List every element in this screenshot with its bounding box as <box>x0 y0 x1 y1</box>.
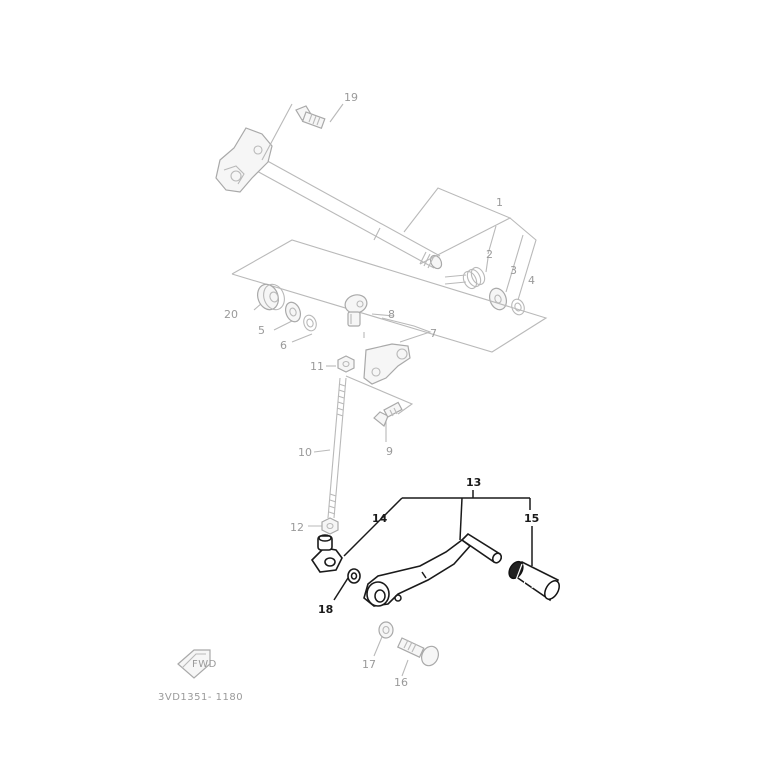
callout-8: 8 <box>388 308 395 321</box>
bolt-19 <box>295 105 326 130</box>
callout-9: 9 <box>386 445 393 458</box>
callout-15: 15 <box>524 512 539 525</box>
callout-5: 5 <box>258 324 265 337</box>
pedal-rubber-15 <box>508 560 560 602</box>
washer-3 <box>488 287 508 311</box>
shift-pedal-13 <box>363 532 503 607</box>
shift-rod-10 <box>327 377 347 519</box>
callout-14: 14 <box>372 512 388 525</box>
bolt-16 <box>396 637 439 667</box>
fwd-label: FWD <box>192 659 217 670</box>
callout-16: 16 <box>394 676 408 689</box>
circlip-6 <box>303 314 317 332</box>
leader-lines-light <box>231 103 548 677</box>
washer-5 <box>284 301 302 323</box>
callout-1: 1 <box>496 196 503 209</box>
nut-12 <box>321 517 339 535</box>
fwd-arrow-icon: FWD <box>177 649 217 679</box>
callout-11: 11 <box>310 360 324 373</box>
bearing-20 <box>257 283 285 311</box>
shift-arm-plate <box>215 127 273 193</box>
rod-end-14 <box>310 534 343 573</box>
callout-19: 19 <box>344 91 358 104</box>
callout-18: 18 <box>318 603 333 616</box>
spring-2 <box>444 266 486 290</box>
washer-17 <box>378 621 394 639</box>
callout-10: 10 <box>298 446 312 459</box>
shaft-spline-end <box>419 251 443 270</box>
circlip-4 <box>511 298 525 316</box>
callout-20: 20 <box>224 308 238 321</box>
callout-13: 13 <box>466 476 481 489</box>
shift-lever-7 <box>363 343 411 385</box>
bolt-9 <box>373 401 403 427</box>
callout-17: 17 <box>362 658 376 671</box>
nut-11 <box>337 355 355 373</box>
callout-7: 7 <box>430 327 437 340</box>
shift-pedal-assembly <box>310 490 560 607</box>
rod-end-joint-8 <box>344 294 368 327</box>
drawing-code: 3VD1351- 1180 <box>158 692 243 703</box>
callout-labels: 1 2 3 4 5 6 7 8 9 10 11 12 13 14 15 16 1… <box>224 91 539 689</box>
callout-12: 12 <box>290 521 304 534</box>
callout-3: 3 <box>510 264 517 277</box>
callout-6: 6 <box>280 339 287 352</box>
callout-2: 2 <box>486 248 493 261</box>
callout-4: 4 <box>528 274 535 287</box>
washer-18 <box>347 568 361 584</box>
shift-lever-linkage <box>257 283 411 535</box>
